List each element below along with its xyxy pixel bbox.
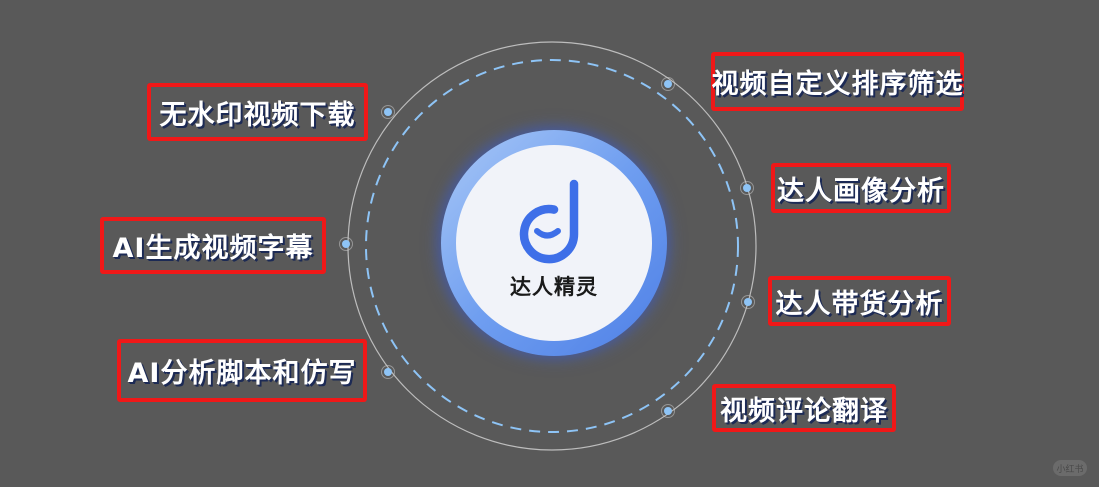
- connector-dot-icon: [381, 365, 395, 379]
- dashed-orbit-circle: [365, 59, 739, 433]
- feature-label: 无水印视频下载: [159, 99, 356, 131]
- feature-label: 达人带货分析: [775, 288, 944, 320]
- feature-comment-translation: 视频评论翻译: [712, 384, 896, 432]
- feature-label: AI生成视频字幕: [112, 233, 314, 264]
- feature-label: 达人画像分析: [777, 175, 945, 207]
- connector-dot-icon: [339, 237, 353, 251]
- connector-dot-icon: [381, 105, 395, 119]
- feature-influencer-sales: 达人带货分析: [768, 276, 951, 326]
- product-name: 达人精灵: [510, 275, 598, 299]
- feature-label: AI分析脚本和仿写: [127, 358, 357, 389]
- hub-disc: [456, 145, 652, 341]
- feature-custom-sort-filter: 视频自定义排序筛选: [711, 52, 964, 111]
- smiling-d-logo-icon: [519, 179, 579, 264]
- connector-dot-icon: [740, 181, 754, 195]
- connector-dot-icon: [741, 295, 755, 309]
- feature-influencer-profile: 达人画像分析: [771, 163, 951, 213]
- feature-ai-subtitles: AI生成视频字幕: [100, 217, 326, 274]
- feature-ai-script-analysis: AI分析脚本和仿写: [117, 339, 367, 402]
- connector-dot-icon: [661, 404, 675, 418]
- feature-watermark-free-download: 无水印视频下载: [147, 83, 368, 141]
- watermark: 小红书: [1053, 460, 1087, 476]
- feature-label: 视频自定义排序筛选: [711, 69, 964, 100]
- feature-label: 视频评论翻译: [720, 395, 888, 427]
- connector-dot-icon: [661, 77, 675, 91]
